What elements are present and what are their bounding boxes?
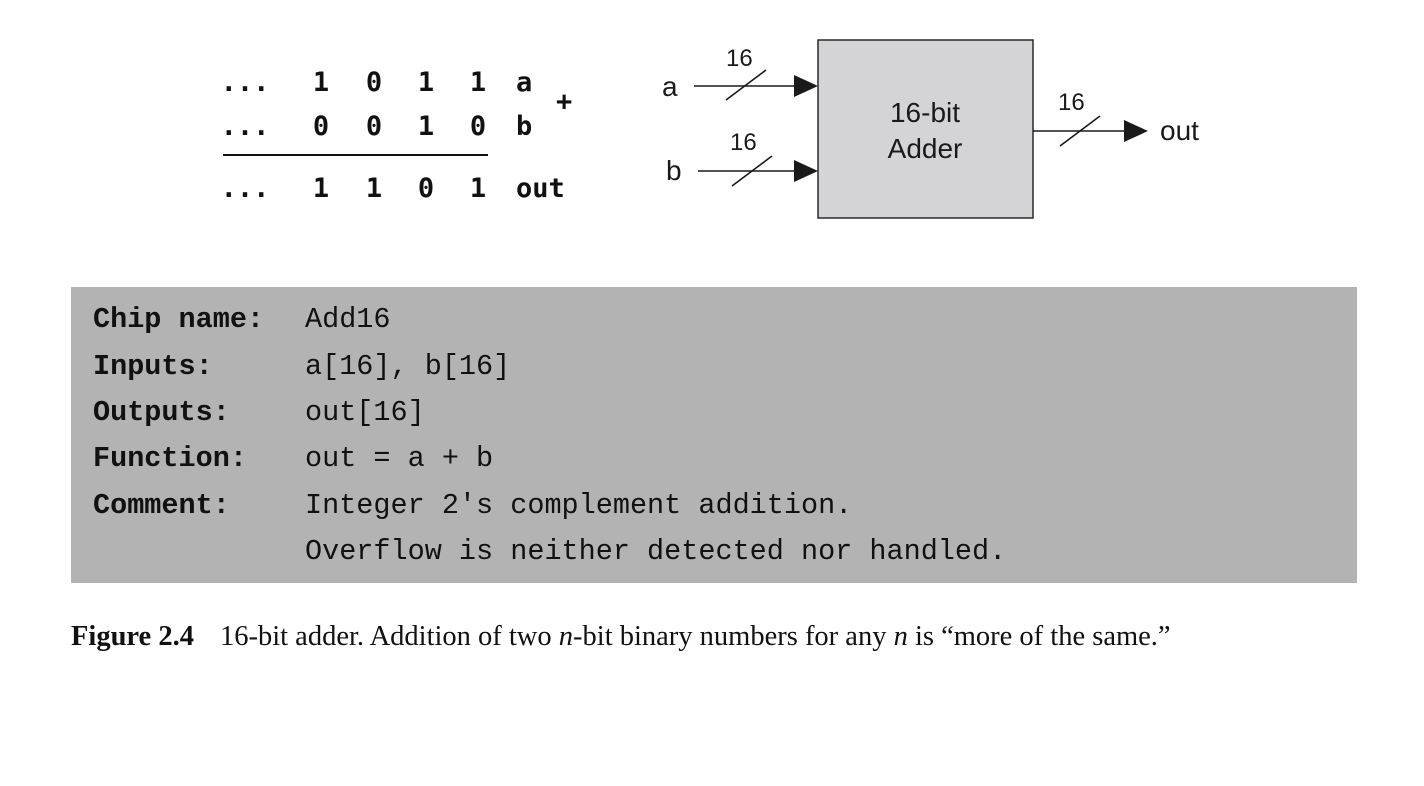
block-title-line1: 16-bit [890,97,960,128]
binary-addition-example: ... 1 0 1 1 a + ... 0 0 1 0 b ... 1 1 0 … [210,58,610,218]
caption-variable: n [893,621,908,652]
ellipsis: ... [220,67,270,98]
api-row-function: Function: out = a + b [93,439,493,479]
ellipsis: ... [220,173,270,204]
caption-text: -bit binary numbers for any [573,621,894,652]
bit: 0 [365,67,383,98]
input-a-label: a [662,71,678,102]
caption-variable: n [558,621,574,652]
sum-rule [223,154,488,156]
api-key: Outputs: [93,396,230,429]
input-a-arrowhead [794,75,818,97]
api-key: Inputs: [93,350,213,383]
adder-block-diagram: 16-bit Adder a 16 b 16 16 out [640,30,1240,230]
bit: 1 [469,173,487,204]
caption-text: is “more of the same.” [907,621,1171,652]
output-arrowhead [1124,120,1148,142]
api-value: Integer 2's complement addition. [305,489,853,522]
figure-label: Figure 2.4 [71,621,194,652]
api-value: out = a + b [305,442,494,475]
chip-api-box: Chip name: Add16 Inputs: a[16], b[16] Ou… [71,287,1357,583]
api-row-outputs: Outputs: out[16] [93,393,425,433]
bit: 0 [417,173,435,204]
bit: 0 [469,111,487,142]
api-key: Function: [93,442,247,475]
output-bus-slash [1059,115,1101,147]
input-a-bus-slash [725,69,767,101]
bit: 1 [365,173,383,204]
api-value: Overflow is neither detected nor handled… [305,535,1007,568]
api-key: Comment: [93,489,230,522]
row-label-a: a [516,67,533,98]
bit: 1 [469,67,487,98]
row-label-out: out [516,173,565,204]
ellipsis: ... [220,111,270,142]
bit: 0 [365,111,383,142]
bit: 1 [312,173,330,204]
input-b-arrowhead [794,160,818,182]
api-row-comment-continued: Overflow is neither detected nor handled… [93,532,1006,572]
bit: 1 [312,67,330,98]
input-b-label: b [666,155,682,186]
adder-diagram-svg: 16-bit Adder a 16 b 16 16 out [662,39,1199,219]
bit: 1 [417,67,435,98]
api-row-chip-name: Chip name: Add16 [93,300,391,340]
bit: 0 [312,111,330,142]
caption-text: 16-bit adder. Addition of two [219,621,559,652]
output-label: out [1160,115,1199,146]
api-value: a[16], b[16] [305,350,511,383]
api-value: out[16] [305,396,425,429]
input-b-width: 16 [730,129,757,156]
adder-block [817,39,1034,219]
input-b-bus-slash [731,155,773,187]
api-row-comment: Comment: Integer 2's complement addition… [93,486,852,526]
row-label-b: b [516,111,533,142]
input-a-width: 16 [726,45,753,72]
bit: 1 [417,111,435,142]
output-width: 16 [1058,89,1085,116]
plus-operator: + [556,86,573,117]
api-key: Chip name: [93,303,265,336]
api-value: Add16 [305,303,391,336]
block-title-line2: Adder [888,133,963,164]
api-row-inputs: Inputs: a[16], b[16] [93,347,510,387]
